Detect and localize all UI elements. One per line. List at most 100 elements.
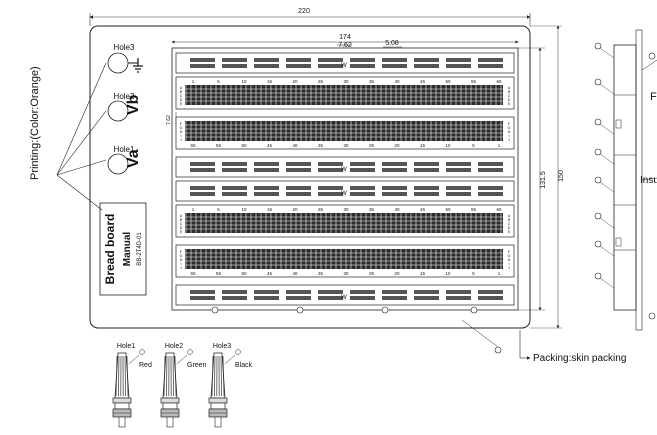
row-letter: G (508, 254, 511, 258)
row-letter: E (508, 102, 511, 106)
column-label: 20 (394, 271, 400, 276)
row-letter: D (180, 98, 183, 102)
row-letter: D (508, 98, 511, 102)
vertical-gap-text: 7.62 (166, 115, 172, 125)
column-label: 1 (192, 207, 195, 212)
row-letter: A (180, 86, 183, 90)
row-letter: C (508, 222, 511, 226)
column-label: 15 (267, 207, 273, 212)
board-height-text: 131.5 (540, 171, 547, 189)
column-label: 40 (394, 207, 400, 212)
row-letter: H (180, 130, 183, 134)
vb-symbol: Vb (125, 94, 142, 115)
row-letter: D (508, 226, 511, 230)
column-label: 40 (292, 143, 298, 148)
column-label: 25 (369, 143, 375, 148)
column-label: 5 (217, 79, 220, 84)
row-letter: C (180, 222, 183, 226)
row-letter: I (509, 262, 510, 266)
row-letter: A (180, 214, 183, 218)
row-letter: E (180, 102, 183, 106)
column-label: 5 (472, 143, 475, 148)
height-dimensions: 131.5 150 (518, 25, 565, 329)
row-letter: J (180, 138, 182, 142)
post-hole-label: Hole3 (213, 343, 231, 350)
column-label: 35 (369, 79, 375, 84)
row-letter: H (508, 130, 511, 134)
printing-label: Printing:(Color:Orange) (29, 66, 41, 180)
column-label: 45 (267, 143, 273, 148)
column-label: 35 (318, 271, 324, 276)
hole1-circle (107, 153, 129, 175)
hole2-circle (107, 100, 129, 122)
row-letter: G (180, 254, 183, 258)
column-label: 25 (318, 79, 324, 84)
column-label: 15 (267, 79, 273, 84)
column-label: 20 (292, 79, 298, 84)
pcb-width-dimension: 174 7.62 5.08 (171, 34, 519, 49)
side-label-f: F (650, 91, 657, 103)
column-label: 1 (498, 271, 501, 276)
row-letter: J (508, 266, 510, 270)
row-letter: A (508, 86, 511, 90)
column-label: 40 (292, 271, 298, 276)
bus-rail-2: W (175, 156, 515, 178)
bus-marker: W (341, 191, 347, 197)
mounting-holes (211, 306, 478, 314)
column-label: 5 (217, 207, 220, 212)
row-letter: G (508, 126, 511, 130)
column-label: 20 (394, 143, 400, 148)
logo-brand: Manual (122, 232, 133, 267)
row-letter: A (508, 214, 511, 218)
row-letter: D (180, 226, 183, 230)
column-label: 30 (343, 271, 349, 276)
packing-callout: Packing:skin packing (461, 319, 626, 364)
column-label: 50 (241, 143, 247, 148)
row-letter: E (508, 230, 511, 234)
row-letter: G (180, 126, 183, 130)
column-label: 45 (267, 271, 273, 276)
row-letter: H (180, 258, 183, 262)
column-label: 25 (318, 207, 324, 212)
board-outline (89, 25, 531, 329)
logo-model: BB-2T4D-01 (137, 232, 143, 266)
bus-marker: W (341, 295, 347, 301)
left-panel: Hole3 Hole2 Vb Hole1 Va Bread board Manu… (99, 43, 147, 296)
column-label: 60 (496, 79, 502, 84)
column-label: 60 (190, 143, 196, 148)
column-label: 10 (241, 79, 247, 84)
column-label: 10 (445, 143, 451, 148)
column-label: 10 (445, 271, 451, 276)
bus-rail-4: W (175, 284, 515, 306)
column-label: 60 (190, 271, 196, 276)
overall-width-text: 220 (298, 8, 310, 15)
row-letter: I (509, 134, 510, 138)
vertical-pitch-dimension: 7.62 (166, 112, 177, 125)
column-label: 40 (394, 79, 400, 84)
column-label: 55 (471, 207, 477, 212)
row-letter: J (508, 138, 510, 142)
column-label: 20 (292, 207, 298, 212)
pcb-width-text: 174 (339, 34, 351, 41)
row-letter: H (508, 258, 511, 262)
row-letter: F (508, 122, 511, 126)
overall-height-text: 150 (558, 170, 565, 182)
row-letter: F (180, 122, 183, 126)
column-label: 1 (192, 79, 195, 84)
hole3-circle (107, 52, 129, 74)
column-label: 30 (343, 143, 349, 148)
bus-rail-1: W (175, 52, 515, 74)
hole1-label: Hole1 (114, 145, 135, 154)
block-pitch-text: 5.08 (385, 40, 399, 47)
va-symbol: Va (125, 149, 142, 168)
column-label: 45 (420, 207, 426, 212)
column-label: 30 (343, 207, 349, 212)
row-letter: J (180, 266, 182, 270)
printing-callout: Printing:(Color:Orange) (29, 62, 107, 211)
row-letter: I (181, 262, 182, 266)
